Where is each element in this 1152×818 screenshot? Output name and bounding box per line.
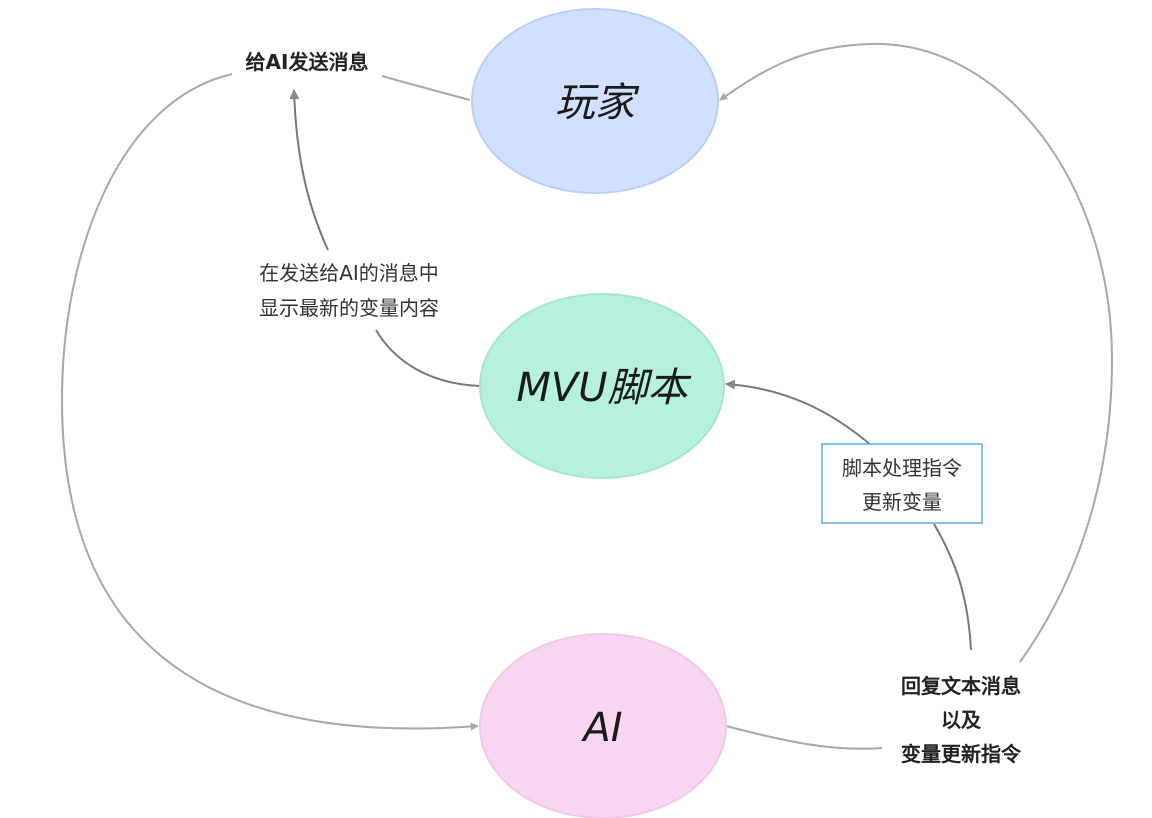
node-mvu-ellipse bbox=[479, 293, 725, 479]
edge-script-to-mvu bbox=[725, 379, 873, 447]
edge-ai-to-reply bbox=[725, 725, 883, 750]
edge-send-to-ai bbox=[60, 73, 479, 731]
edge-label-script-line-1: 脚本处理指令 bbox=[842, 456, 962, 480]
edge-label-reply-line-1: 回复文本消息 bbox=[901, 674, 1021, 698]
edge-reply-to-player bbox=[719, 42, 1114, 663]
edge-label-send-to-ai: 给AI发送消息 bbox=[246, 50, 369, 74]
script-process-box-border bbox=[821, 443, 983, 524]
node-ai-label: AI bbox=[580, 705, 622, 751]
edge-mvu-display-bottom bbox=[375, 329, 481, 387]
edge-mvu-display-top bbox=[289, 89, 329, 251]
edge-label-reply-line-2: 以及 bbox=[941, 708, 982, 732]
edge-label-display-line-1: 在发送给AI的消息中 bbox=[259, 261, 439, 285]
edge-label-display-line-2: 显示最新的变量内容 bbox=[259, 296, 439, 320]
node-mvu-script[interactable]: MVU脚本 bbox=[479, 293, 725, 479]
node-mvu-label: MVU脚本 bbox=[516, 365, 691, 411]
edge-player-to-send-label bbox=[381, 75, 471, 101]
node-player-label: 玩家 bbox=[555, 80, 640, 126]
node-ai-ellipse bbox=[479, 633, 727, 818]
node-ai[interactable]: AI bbox=[479, 633, 727, 818]
edge-reply-to-script bbox=[933, 523, 972, 651]
edge-label-script-line-2: 更新变量 bbox=[862, 490, 942, 514]
edge-label-reply-line-3: 变量更新指令 bbox=[901, 742, 1022, 766]
script-process-box: 脚本处理指令 更新变量 bbox=[821, 443, 983, 524]
node-player-ellipse bbox=[471, 8, 719, 194]
node-player[interactable]: 玩家 bbox=[471, 8, 719, 194]
